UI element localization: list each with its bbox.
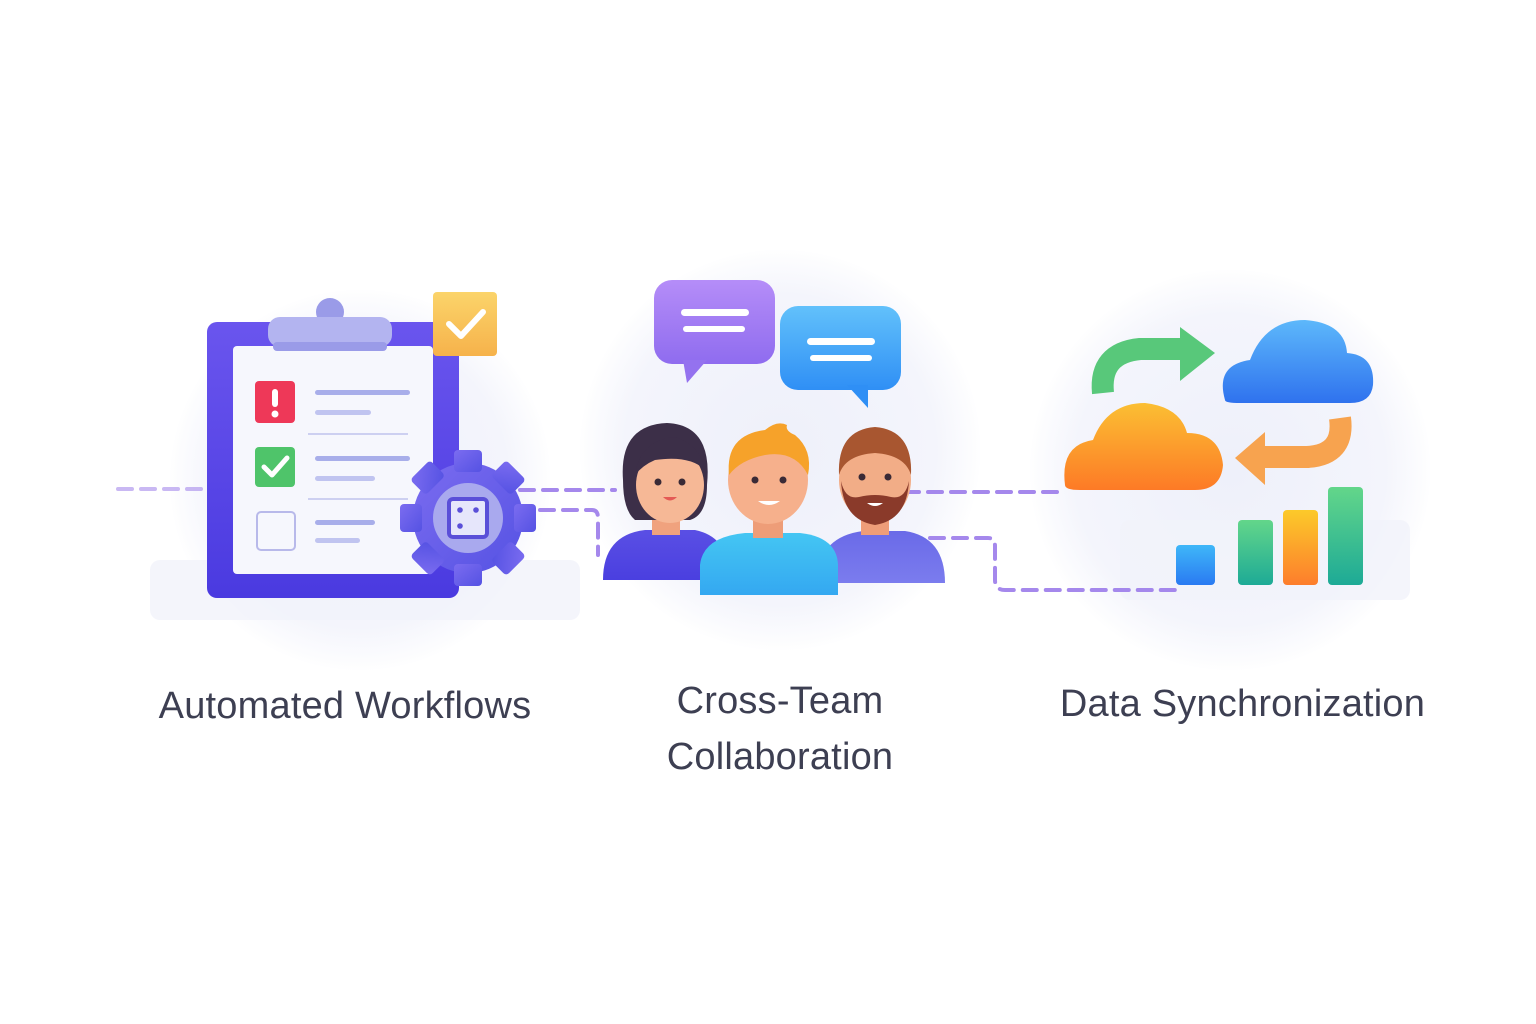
sync-arrow-orange: [1235, 416, 1352, 485]
person-middle: [700, 423, 838, 595]
speech-bubble-purple: [654, 280, 775, 383]
person-right: [817, 427, 945, 583]
speech-bubble-blue: [780, 306, 901, 408]
label-automated-workflows: Automated Workflows: [158, 685, 532, 727]
cloud-orange: [1064, 403, 1223, 490]
team-chat-icon: [603, 280, 945, 595]
cloud-sync-icon: [1064, 320, 1374, 585]
bar-chart-icon: [1176, 487, 1363, 585]
sync-arrow-green: [1091, 327, 1215, 395]
label-data-synchronization: Data Synchronization: [1059, 683, 1426, 725]
clipboard-gear-icon: [207, 292, 536, 598]
label-collaboration: Collaboration: [666, 736, 894, 778]
person-left: [603, 423, 730, 580]
label-cross-team: Cross-Team: [676, 680, 884, 722]
cloud-blue: [1222, 320, 1374, 403]
